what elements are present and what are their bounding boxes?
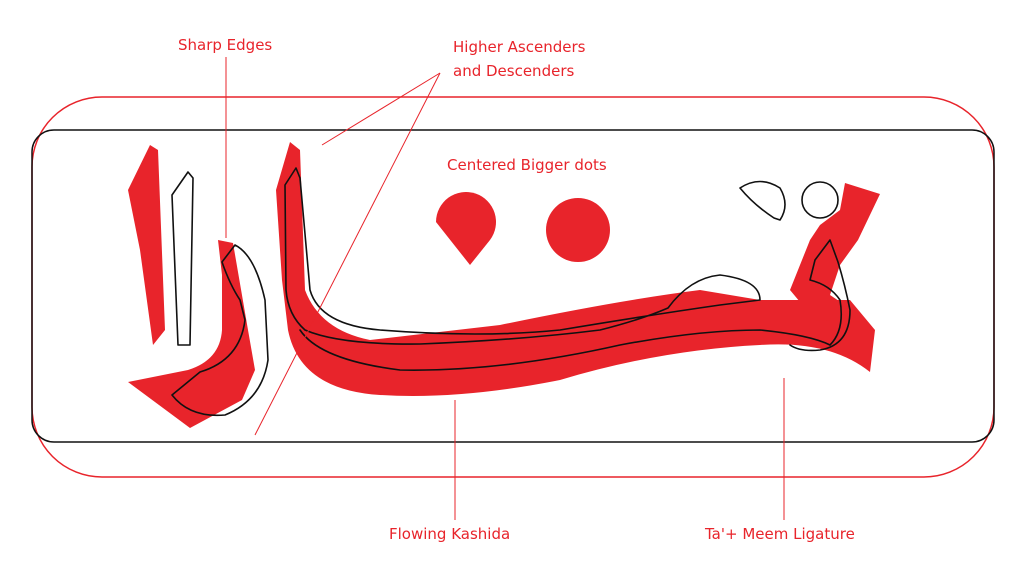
label-sharp-edges: Sharp Edges	[178, 36, 272, 54]
ra-outline	[171, 244, 269, 417]
dot-half-solid	[436, 192, 497, 265]
ascenders-leader-2	[254, 72, 441, 436]
ra-solid	[128, 240, 255, 428]
new-glyph-shapes	[128, 142, 880, 428]
meem-head-outline	[739, 180, 786, 221]
label-ascenders-line2: and Descenders	[453, 62, 574, 80]
old-glyph-outlines	[171, 167, 851, 417]
inner-frame	[31, 129, 995, 443]
leader-lines	[225, 57, 785, 520]
meem-circle-outline	[801, 181, 839, 219]
label-kashida: Flowing Kashida	[389, 525, 510, 543]
dot-round-solid	[546, 198, 610, 262]
label-ligature: Ta'+ Meem Ligature	[704, 525, 855, 543]
alef-outline	[171, 171, 194, 346]
alef-left-solid	[128, 145, 165, 345]
taa-outline	[284, 167, 761, 345]
kashida-outline	[299, 239, 851, 371]
label-bigger-dots: Centered Bigger dots	[447, 156, 607, 174]
taa-ascender-solid	[276, 142, 875, 396]
ascenders-leader-1	[321, 72, 441, 146]
label-ascenders-line1: Higher Ascenders	[453, 38, 586, 56]
